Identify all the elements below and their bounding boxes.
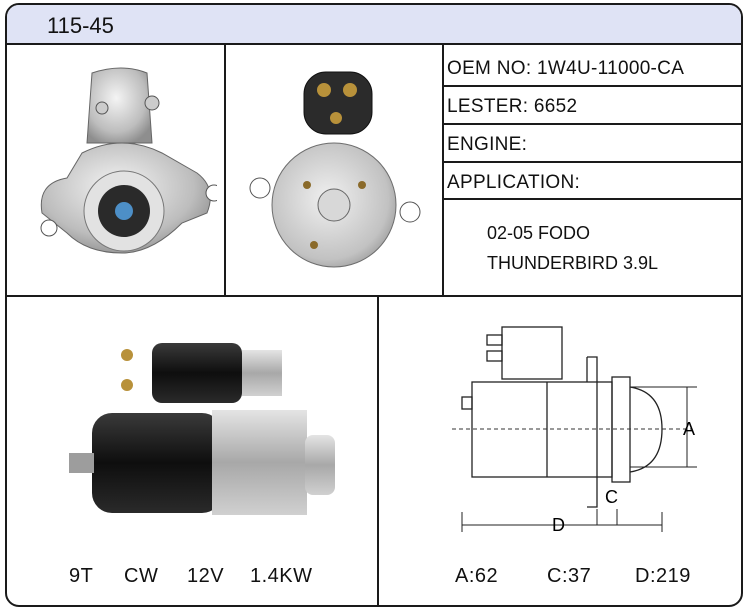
starter-rear-photo	[249, 71, 421, 268]
header-bar: 115-45	[7, 5, 741, 45]
application-label: APPLICATION:	[447, 172, 581, 193]
product-card: 115-45 OEM NO: 1W4U-11000-CA LESTER: 665…	[5, 3, 743, 607]
divider	[442, 161, 741, 163]
dimension-a-value: A:62	[455, 565, 499, 587]
divider	[442, 198, 741, 200]
engine-label: ENGINE:	[447, 134, 528, 155]
starter-side-photo	[69, 343, 335, 515]
dimension-d-label: D	[552, 515, 565, 535]
lester-number: LESTER: 6652	[447, 96, 578, 117]
dimension-diagram: A C D	[452, 326, 697, 535]
dimension-a-label: A	[683, 419, 695, 439]
dimension-c-label: C	[605, 487, 618, 507]
spec-voltage: 12V	[187, 565, 225, 587]
spec-power: 1.4KW	[250, 565, 313, 587]
spec-rotation: CW	[124, 565, 159, 587]
divider	[442, 123, 741, 125]
divider	[7, 295, 741, 297]
motor-body-outline	[471, 381, 613, 478]
divider	[377, 295, 379, 605]
starter-front-photo	[40, 67, 217, 254]
dimension-d-value: D:219	[635, 565, 691, 587]
divider	[442, 85, 741, 87]
divider	[224, 45, 226, 297]
part-number: 115-45	[47, 13, 114, 38]
application-line-2: THUNDERBIRD 3.9L	[487, 253, 659, 273]
dimension-c-value: C:37	[547, 565, 592, 587]
oem-number: OEM NO: 1W4U-11000-CA	[447, 58, 685, 79]
divider	[442, 45, 444, 297]
solenoid-outline	[501, 326, 563, 380]
spec-teeth: 9T	[69, 565, 94, 587]
application-line-1: 02-05 FODO	[487, 223, 591, 243]
